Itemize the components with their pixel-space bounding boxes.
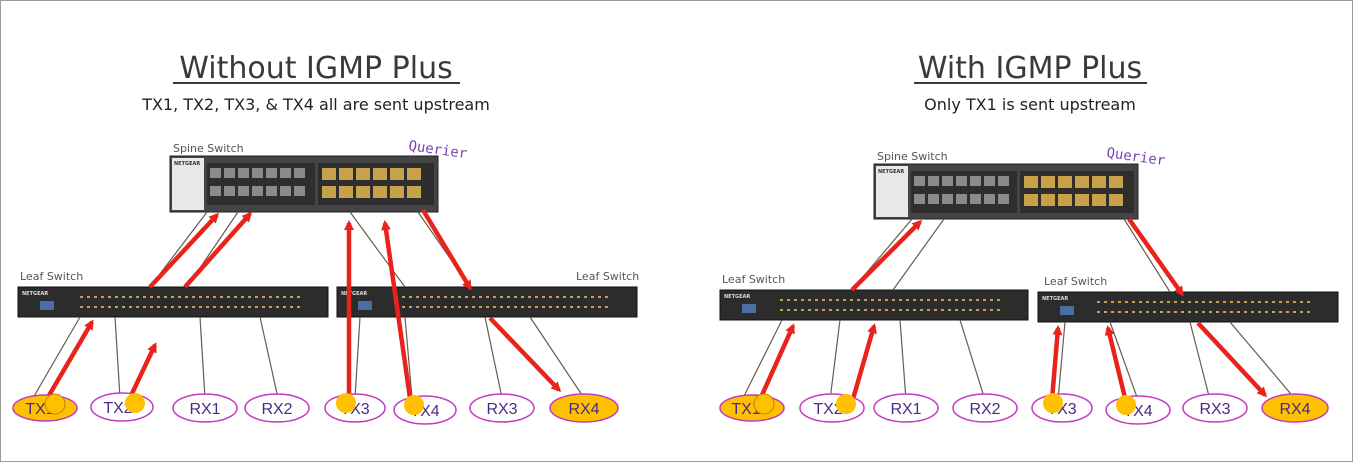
right-node-tx1: TX1 xyxy=(719,393,785,422)
svg-text:RX4: RX4 xyxy=(1279,401,1310,418)
left-node-tx3: TX3 xyxy=(324,393,386,423)
right-spine-brand: NETGEAR xyxy=(878,169,904,175)
left-spine-brand: NETGEAR xyxy=(174,161,200,167)
svg-text:TX1: TX1 xyxy=(731,401,760,418)
svg-text:RX3: RX3 xyxy=(486,401,517,418)
right-title: With IGMP Plus xyxy=(918,51,1142,86)
right-leaf-switch-a: NETGEAR xyxy=(719,289,1029,321)
svg-text:RX1: RX1 xyxy=(189,401,220,418)
right-node-tx2: TX2 xyxy=(799,393,865,423)
left-leaf-a-label: Leaf Switch xyxy=(20,270,83,283)
right-leaf-b-brand: NETGEAR xyxy=(1042,296,1068,302)
left-spine-switch: NETGEAR xyxy=(169,155,439,213)
right-leaf-a-label: Leaf Switch xyxy=(722,273,785,286)
svg-text:RX4: RX4 xyxy=(568,401,599,418)
svg-text:RX2: RX2 xyxy=(261,401,292,418)
left-node-tx1: TX1 xyxy=(12,393,78,422)
right-node-tx4: TX4 xyxy=(1105,395,1171,425)
right-node-rx4: RX4 xyxy=(1261,393,1329,423)
left-leaf-b-brand: NETGEAR xyxy=(341,291,367,297)
right-leaf-a-brand: NETGEAR xyxy=(724,294,750,300)
left-leaf-switch-a: NETGEAR xyxy=(17,286,329,318)
left-node-rx4: RX4 xyxy=(549,393,619,423)
right-node-rx2: RX2 xyxy=(952,393,1018,423)
right-node-rx3: RX3 xyxy=(1182,393,1248,423)
left-leaf-switch-b: NETGEAR xyxy=(336,286,638,318)
svg-text:TX2: TX2 xyxy=(813,401,842,418)
left-leaf-a-brand: NETGEAR xyxy=(22,291,48,297)
left-node-rx3: RX3 xyxy=(469,393,535,423)
svg-text:RX1: RX1 xyxy=(890,401,921,418)
left-node-rx2: RX2 xyxy=(244,393,310,423)
right-node-rx1: RX1 xyxy=(873,393,939,423)
left-arrows xyxy=(42,208,562,406)
right-arrows xyxy=(755,217,1268,405)
right-node-tx3: TX3 xyxy=(1031,393,1093,423)
left-title: Without IGMP Plus xyxy=(179,51,452,86)
right-leaf-switch-b: NETGEAR xyxy=(1037,291,1339,323)
left-spine-label: Spine Switch xyxy=(173,142,244,155)
right-spine-label: Spine Switch xyxy=(877,150,948,163)
left-subtitle: TX1, TX2, TX3, & TX4 all are sent upstre… xyxy=(141,95,490,114)
left-node-rx1: RX1 xyxy=(172,393,238,423)
right-leaf-b-label: Leaf Switch xyxy=(1044,275,1107,288)
left-panel: Without IGMP Plus TX1, TX2, TX3, & TX4 a… xyxy=(12,51,639,425)
right-spine-switch: NETGEAR xyxy=(873,163,1139,220)
right-subtitle: Only TX1 is sent upstream xyxy=(924,95,1136,114)
right-panel: With IGMP Plus Only TX1 is sent upstream… xyxy=(719,51,1339,425)
left-leaf-b-label: Leaf Switch xyxy=(576,270,639,283)
svg-text:RX3: RX3 xyxy=(1199,401,1230,418)
svg-text:RX2: RX2 xyxy=(969,401,1000,418)
left-node-tx4: TX4 xyxy=(393,395,457,425)
left-node-tx2: TX2 xyxy=(90,392,154,422)
